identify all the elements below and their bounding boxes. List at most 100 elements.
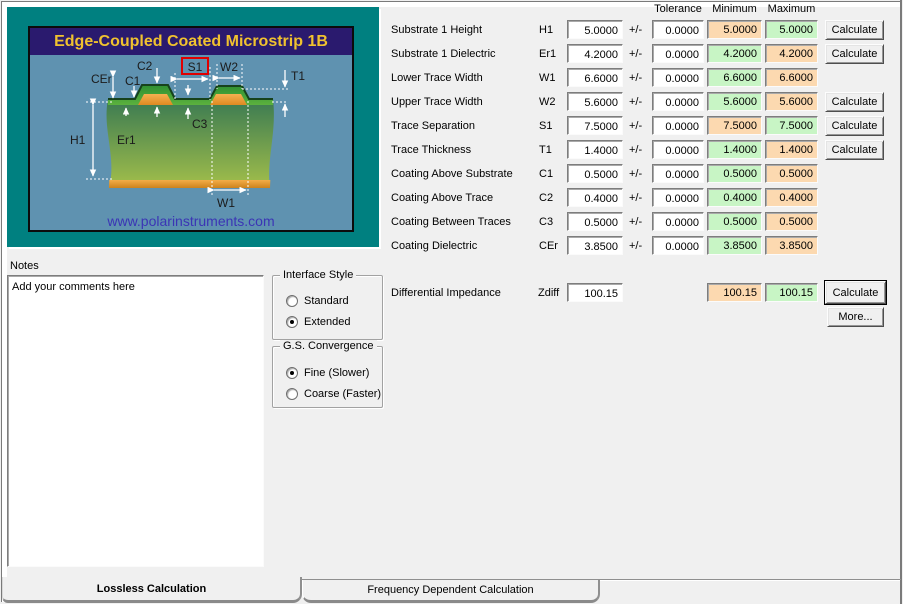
tolerance-input[interactable]	[652, 92, 704, 111]
tolerance-input[interactable]	[652, 212, 704, 231]
tolerance-input[interactable]	[652, 44, 704, 63]
param-label: Lower Trace Width	[391, 72, 483, 84]
max-value: 7.5000	[765, 116, 818, 135]
param-symbol: W2	[539, 96, 556, 108]
zdiff-calculate-button[interactable]: Calculate	[825, 281, 886, 304]
dimension-labels: CEr C1 C2 S1 W2 T1 H1 Er1 C3 W1	[70, 59, 305, 210]
radio-standard[interactable]	[286, 295, 298, 307]
min-value: 6.6000	[707, 68, 762, 87]
window-inner-highlight-left	[2, 2, 7, 602]
tolerance-input[interactable]	[652, 188, 704, 207]
calculate-button[interactable]: Calculate	[825, 92, 884, 112]
radio-coarse-faster-label: Coarse (Faster)	[304, 388, 382, 400]
param-value-input[interactable]	[567, 140, 623, 159]
plus-minus-label: +/-	[629, 48, 643, 60]
tolerance-input[interactable]	[652, 140, 704, 159]
tolerance-input[interactable]	[652, 236, 704, 255]
microstrip-cross-section-diagram: CEr C1 C2 S1 W2 T1 H1 Er1 C3 W1 www.pola…	[70, 57, 305, 229]
param-label: Coating Above Substrate	[391, 168, 513, 180]
zdiff-value-input[interactable]	[567, 283, 623, 302]
dim-label-w2: W2	[220, 60, 238, 74]
plus-minus-label: +/-	[629, 216, 643, 228]
param-value-input[interactable]	[567, 212, 623, 231]
min-value: 0.5000	[707, 164, 762, 183]
s1-highlight-box	[181, 57, 209, 75]
zdiff-symbol: Zdiff	[538, 287, 560, 299]
substrate-shape	[106, 99, 274, 188]
column-header-maximum: Maximum	[767, 3, 816, 15]
coating-outline	[108, 84, 273, 100]
param-value-input[interactable]	[567, 116, 623, 135]
calculate-button[interactable]: Calculate	[825, 20, 884, 40]
dim-label-c1: C1	[125, 74, 141, 88]
dimension-guides	[86, 64, 288, 195]
trace2-core	[210, 94, 247, 105]
param-value-input[interactable]	[567, 20, 623, 39]
gs-convergence-group: G.S. Convergence Fine (Slower) Coarse (F…	[272, 340, 383, 408]
window-inner-highlight-top	[2, 2, 900, 7]
dim-label-c3: C3	[192, 117, 208, 131]
tab-strip-line	[302, 579, 901, 580]
trace1-core	[138, 94, 173, 105]
radio-standard-label: Standard	[304, 295, 349, 307]
max-value: 5.0000	[765, 20, 818, 39]
dim-label-h1: H1	[70, 133, 86, 147]
tolerance-input[interactable]	[652, 68, 704, 87]
zdiff-max-value: 100.15	[765, 283, 818, 302]
calculate-button[interactable]: Calculate	[825, 116, 884, 136]
gs-convergence-title: G.S. Convergence	[280, 340, 377, 352]
zdiff-label: Differential Impedance	[391, 287, 501, 299]
radio-coarse-faster[interactable]	[286, 388, 298, 400]
plus-minus-label: +/-	[629, 120, 643, 132]
tolerance-input[interactable]	[652, 164, 704, 183]
diagram-panel: Edge-Coupled Coated Microstrip 1B	[7, 7, 379, 247]
window-border-left	[1, 1, 2, 602]
diagram-title: Edge-Coupled Coated Microstrip 1B	[54, 32, 328, 50]
dim-label-w1: W1	[217, 196, 235, 210]
param-value-input[interactable]	[567, 164, 623, 183]
plus-minus-label: +/-	[629, 96, 643, 108]
max-value: 0.4000	[765, 188, 818, 207]
plus-minus-label: +/-	[629, 24, 643, 36]
param-value-input[interactable]	[567, 236, 623, 255]
zdiff-min-value: 100.15	[707, 283, 762, 302]
dimension-arrows	[89, 68, 289, 194]
param-label: Substrate 1 Dielectric	[391, 48, 496, 60]
tab-strip-highlight	[302, 580, 900, 581]
tolerance-input[interactable]	[652, 20, 704, 39]
diagram-banner: Edge-Coupled Coated Microstrip 1B	[30, 28, 352, 55]
param-symbol: T1	[539, 144, 552, 156]
param-value-input[interactable]	[567, 188, 623, 207]
radio-fine-slower[interactable]	[286, 367, 298, 379]
more-button[interactable]: More...	[827, 307, 884, 327]
tolerance-input[interactable]	[652, 116, 704, 135]
dim-label-c2: C2	[137, 59, 153, 73]
param-symbol: Er1	[539, 48, 557, 60]
tab-frequency-dependent-calculation[interactable]: Frequency Dependent Calculation	[302, 580, 600, 603]
tab-lossless-calculation[interactable]: Lossless Calculation	[2, 577, 302, 603]
param-symbol: H1	[539, 24, 554, 36]
param-symbol: C2	[539, 192, 554, 204]
notes-textarea[interactable]: Add your comments here	[7, 275, 264, 567]
param-value-input[interactable]	[567, 44, 623, 63]
param-value-input[interactable]	[567, 68, 623, 87]
param-symbol: S1	[539, 120, 553, 132]
dim-label-cer: CEr	[91, 72, 112, 86]
max-value: 6.6000	[765, 68, 818, 87]
radio-extended[interactable]	[286, 316, 298, 328]
min-value: 3.8500	[707, 236, 762, 255]
min-value: 0.5000	[707, 212, 762, 231]
min-value: 5.6000	[707, 92, 762, 111]
min-value: 1.4000	[707, 140, 762, 159]
param-symbol: C1	[539, 168, 554, 180]
param-value-input[interactable]	[567, 92, 623, 111]
min-value: 0.4000	[707, 188, 762, 207]
interface-style-group: Interface Style Standard Extended	[272, 269, 383, 340]
param-label: Coating Above Trace	[391, 192, 494, 204]
max-value: 3.8500	[765, 236, 818, 255]
calculate-button[interactable]: Calculate	[825, 140, 884, 160]
plus-minus-label: +/-	[629, 192, 643, 204]
param-symbol: W1	[539, 72, 556, 84]
calculate-button[interactable]: Calculate	[825, 44, 884, 64]
